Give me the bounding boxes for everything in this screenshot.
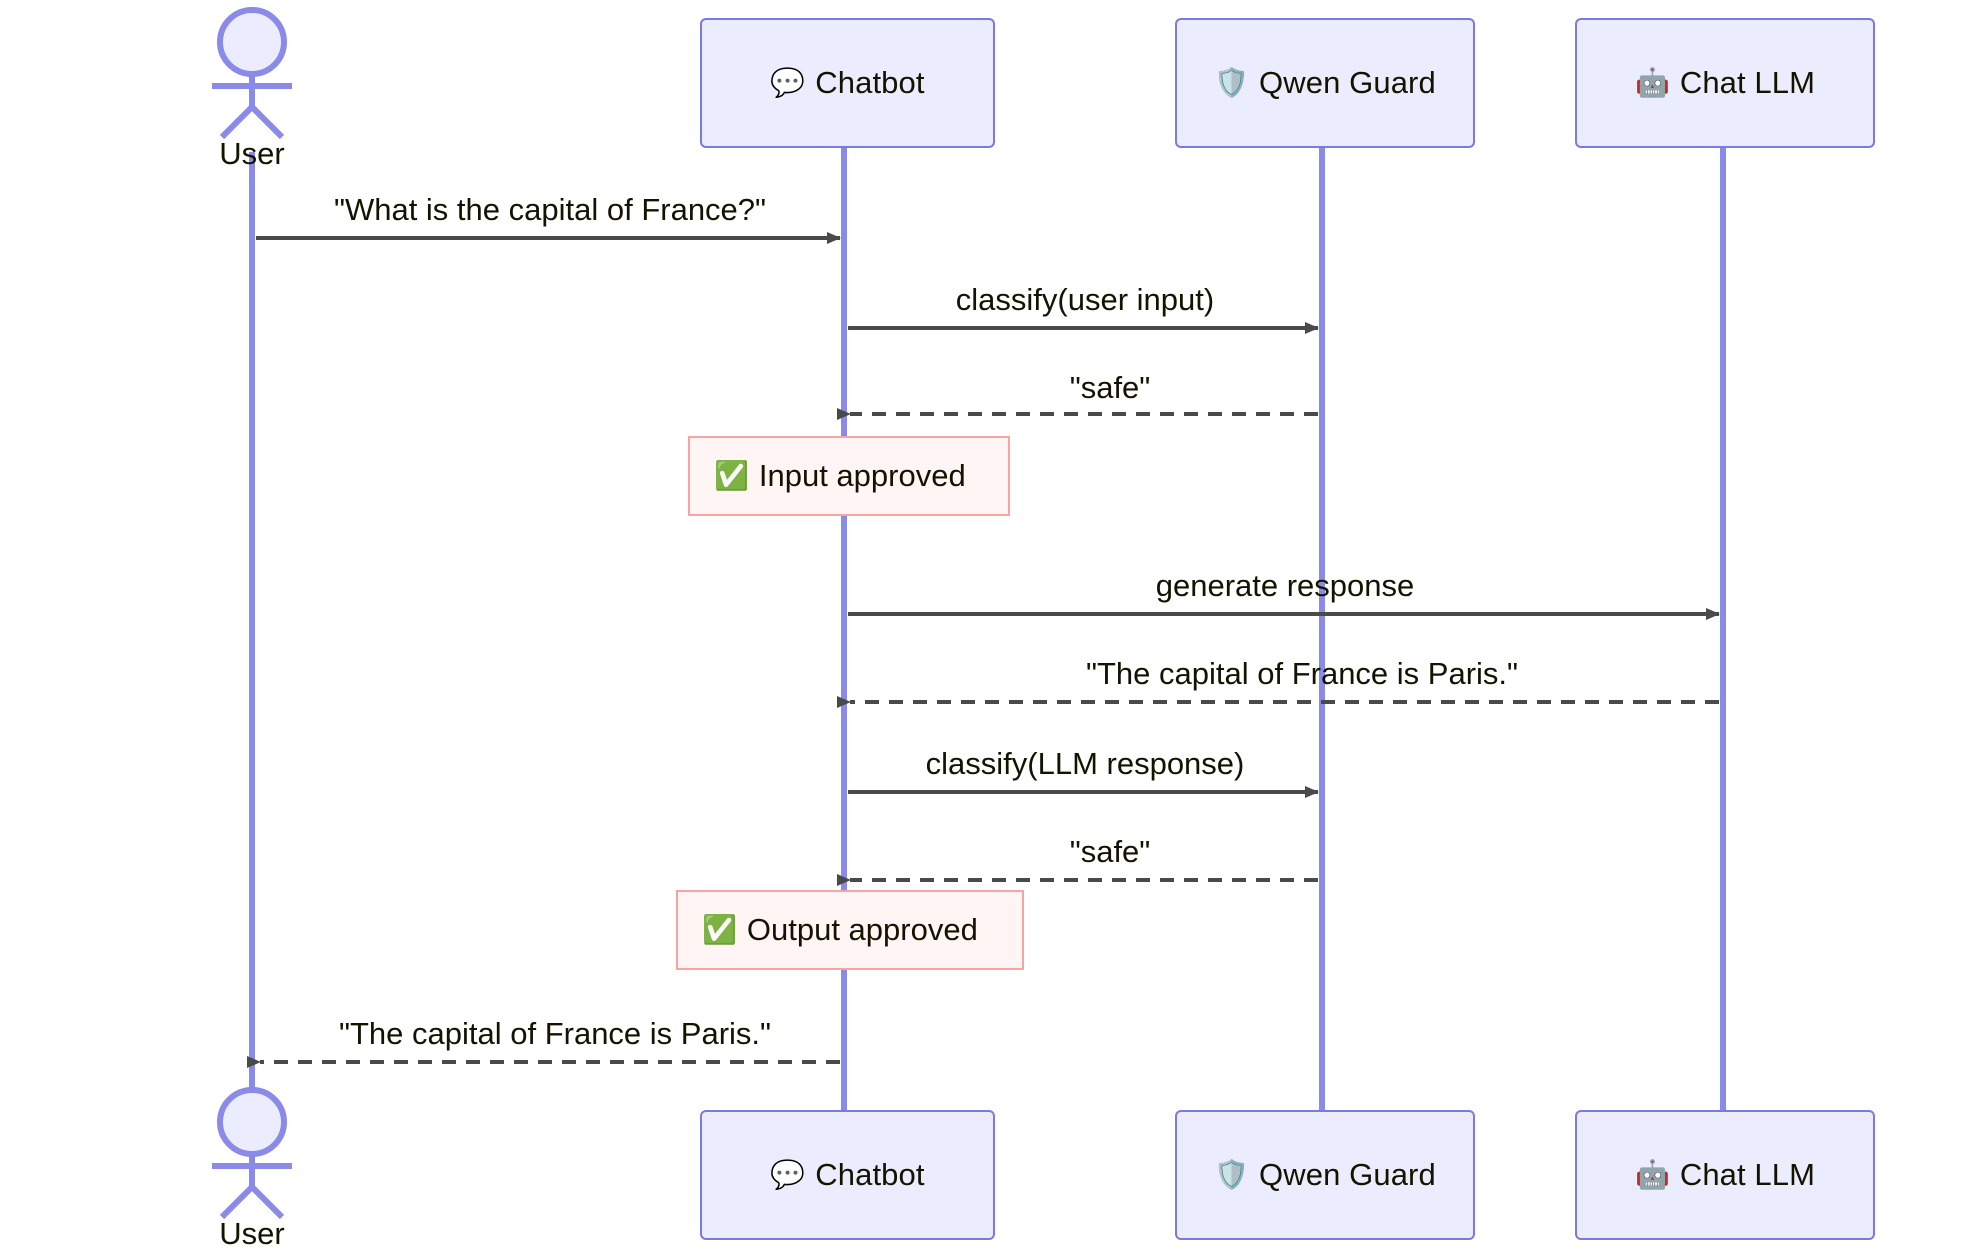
speech-balloon-icon: 💬 [770, 67, 806, 98]
participant-label-qwen-guard-bottom: Qwen Guard [1259, 1157, 1436, 1192]
participant-label-chatbot-bottom: Chatbot [815, 1157, 925, 1192]
message-label-2: classify(user input) [955, 282, 1215, 317]
robot-icon: 🤖 [1634, 67, 1670, 98]
message-label-6: classify(LLM response) [925, 746, 1245, 781]
participant-label-chat-llm-bottom: Chat LLM [1679, 1157, 1816, 1192]
actor-figure-top [212, 7, 292, 140]
participant-box-chat-llm-bottom[interactable]: 🤖 Chat LLM [1575, 1110, 1875, 1240]
message-label-7: "safe" [1069, 834, 1151, 869]
participant-label-qwen-guard-top: Qwen Guard [1259, 65, 1436, 100]
message-label-5: "The capital of France is Paris." [1085, 656, 1519, 691]
note-input-approved: ✅ Input approved [688, 436, 1010, 516]
message-label-3: "safe" [1069, 370, 1151, 405]
participant-box-chatbot-bottom[interactable]: 💬 Chatbot [700, 1110, 995, 1240]
participant-box-qwen-guard-top[interactable]: 🛡️ Qwen Guard [1175, 18, 1475, 148]
message-label-8: "The capital of France is Paris." [338, 1016, 772, 1051]
speech-balloon-icon: 💬 [770, 1159, 806, 1190]
participant-box-qwen-guard-bottom[interactable]: 🛡️ Qwen Guard [1175, 1110, 1475, 1240]
actor-label-user-top: User [219, 136, 285, 171]
actor-figure-bottom [212, 1087, 292, 1220]
participant-label-chatbot-top: Chatbot [815, 65, 925, 100]
note-output-approved: ✅ Output approved [676, 890, 1024, 970]
participant-box-chatbot-top[interactable]: 💬 Chatbot [700, 18, 995, 148]
note-label-output-approved: Output approved [746, 912, 978, 947]
robot-icon: 🤖 [1634, 1159, 1670, 1190]
actor-label-user-bottom: User [219, 1216, 285, 1250]
participant-label-chat-llm-top: Chat LLM [1679, 65, 1816, 100]
note-label-input-approved: Input approved [758, 458, 966, 493]
check-mark-button-icon: ✅ [702, 914, 737, 945]
shield-icon: 🛡️ [1214, 1159, 1250, 1190]
shield-icon: 🛡️ [1214, 67, 1250, 98]
message-label-4: generate response [1155, 568, 1415, 603]
participant-box-chat-llm-top[interactable]: 🤖 Chat LLM [1575, 18, 1875, 148]
message-label-1: "What is the capital of France?" [333, 192, 767, 227]
check-mark-button-icon: ✅ [714, 460, 749, 491]
